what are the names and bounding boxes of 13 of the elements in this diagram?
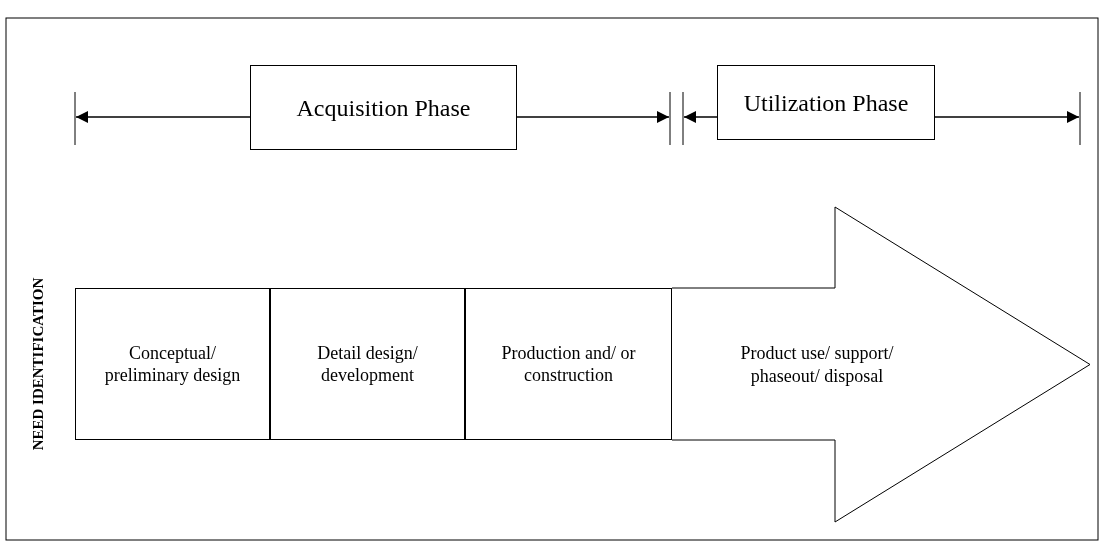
stage-label: Utilization Phase (743, 88, 909, 118)
stage-label: Acquisition Phase (296, 93, 471, 123)
stage-label: Production and/ or construction (500, 341, 637, 387)
stage-arrow (672, 207, 1092, 522)
stage-box (465, 288, 672, 440)
stage-label: Product use/ support/ phaseout/ disposal (739, 342, 895, 387)
stage-box (270, 288, 465, 440)
phase-box (250, 65, 517, 150)
stage-label: Detail design/ development (316, 341, 419, 387)
phase-box (717, 65, 935, 140)
vertical-label: NEED IDENTIFICATION (29, 277, 47, 451)
stage-label: Conceptual/ preliminary design (103, 341, 242, 387)
stage-box (75, 288, 270, 440)
